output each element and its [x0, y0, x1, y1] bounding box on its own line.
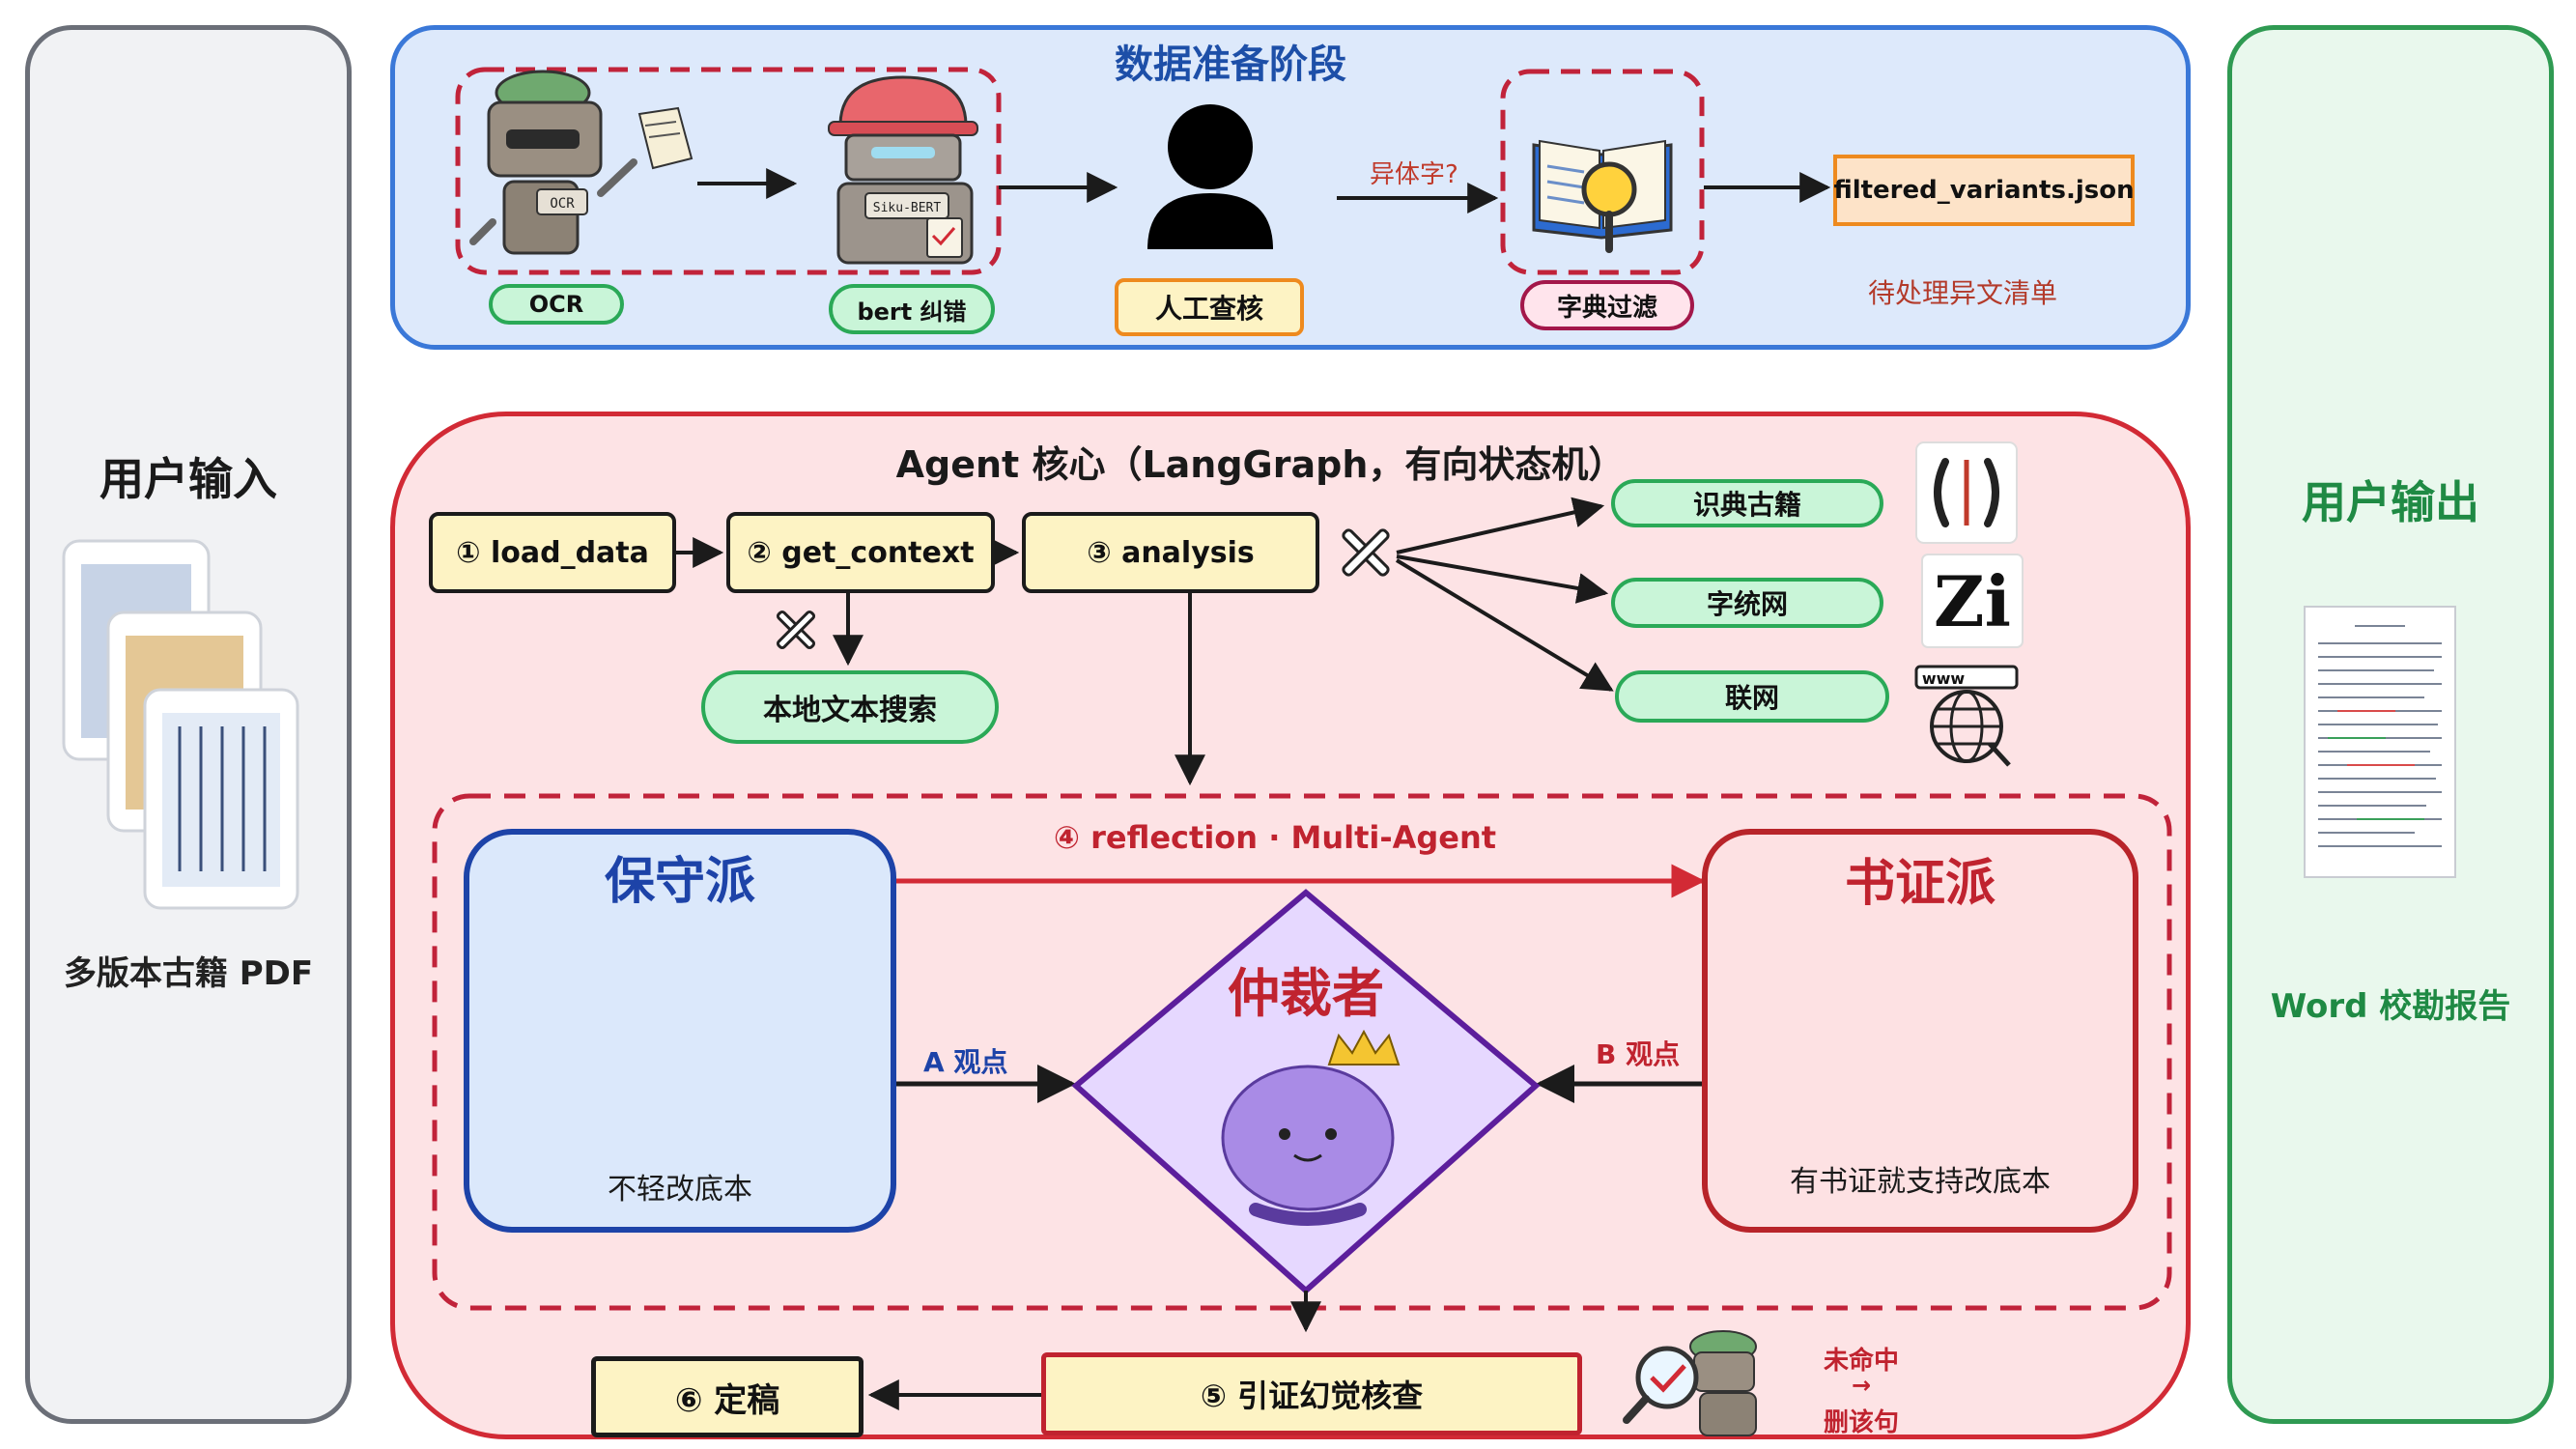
input-title: 用户输入 — [99, 453, 277, 505]
bert-pill: bert 纠错 — [829, 284, 995, 334]
brain-crown-icon — [1221, 1029, 1401, 1226]
local-search-pill: 本地文本搜索 — [701, 670, 999, 744]
output-caption: Word 校勘报告 — [2270, 987, 2511, 1026]
miss-line1: 未命中 — [1823, 1347, 1899, 1376]
manual-review-box: 人工查核 — [1115, 278, 1304, 336]
core-title: Agent 核心（LangGraph，有向状态机） — [895, 443, 1626, 486]
variant-question: 异体字? — [1370, 160, 1458, 189]
www-logo-text: www — [1922, 669, 1966, 688]
ocr-screen-text: OCR — [550, 196, 575, 212]
shidian-gujie-logo-icon — [1915, 441, 2018, 544]
zitong-logo-icon: Zi — [1921, 554, 2024, 648]
conservative-title: 保守派 — [604, 853, 755, 911]
dict-filter-pill: 字典过滤 — [1520, 280, 1694, 330]
ocr-pill: OCR — [489, 284, 624, 325]
local-search-tools-icon — [776, 610, 816, 650]
zitong-logo-text: Zi — [1934, 560, 2011, 642]
verify-box: ⑤ 引证幻觉核查 — [1041, 1352, 1582, 1435]
ocr-bert-dashed-group — [455, 67, 1002, 275]
word-report-document-icon — [2304, 606, 2456, 878]
tool-zitong-pill: 字统网 — [1611, 578, 1883, 628]
dictionary-magnifier-icon — [1532, 139, 1673, 253]
inspector-robot-icon — [1623, 1330, 1757, 1436]
tool-shidian-pill: 识典古籍 — [1611, 479, 1883, 527]
final-box: ⑥ 定稿 — [591, 1356, 863, 1437]
filtered-variants-file: filtered_variants.json — [1833, 155, 2135, 226]
evidence-box — [1702, 829, 2138, 1233]
ancient-book-pages-icon — [62, 539, 299, 910]
reflection-dashed-region — [432, 793, 2172, 1311]
bert-screen-text: Siku-BERT — [873, 201, 942, 215]
reflection-title: ④ reflection · Multi-Agent — [1053, 819, 1497, 856]
output-title: 用户输出 — [2302, 476, 2479, 528]
prep-title: 数据准备阶段 — [1115, 43, 1346, 87]
tools-icon — [1342, 528, 1390, 577]
view-b-label: B 观点 — [1596, 1038, 1681, 1070]
arbiter-title: 仲裁者 — [1228, 963, 1384, 1024]
dict-dashed-group — [1500, 69, 1705, 275]
view-a-label: A 观点 — [923, 1046, 1008, 1078]
conservative-desc: 不轻改底本 — [608, 1173, 752, 1207]
ocr-robot-icon: OCR — [469, 70, 694, 255]
step-load-data: ① load_data — [429, 512, 676, 593]
arrow-to-shidian — [1396, 497, 1605, 554]
siku-bert-robot-icon: Siku-BERT — [828, 75, 978, 265]
tool-web-pill: 联网 — [1615, 670, 1889, 723]
evidence-title: 书证派 — [1844, 855, 1996, 913]
arrow-to-web — [1395, 558, 1614, 692]
pending-list-caption: 待处理异文清单 — [1868, 277, 2058, 309]
miss-arrow: → — [1851, 1372, 1872, 1399]
person-icon — [1147, 104, 1273, 249]
arrow-to-zitong — [1396, 554, 1609, 604]
step-analysis: ③ analysis — [1022, 512, 1319, 593]
www-globe-icon: www — [1914, 665, 2019, 767]
input-caption: 多版本古籍 PDF — [63, 954, 314, 993]
evidence-desc: 有书证就支持改底本 — [1790, 1165, 2051, 1199]
step-get-context: ② get_context — [726, 512, 995, 593]
conservative-box — [464, 829, 896, 1233]
miss-line2: 删该句 — [1823, 1408, 1899, 1437]
